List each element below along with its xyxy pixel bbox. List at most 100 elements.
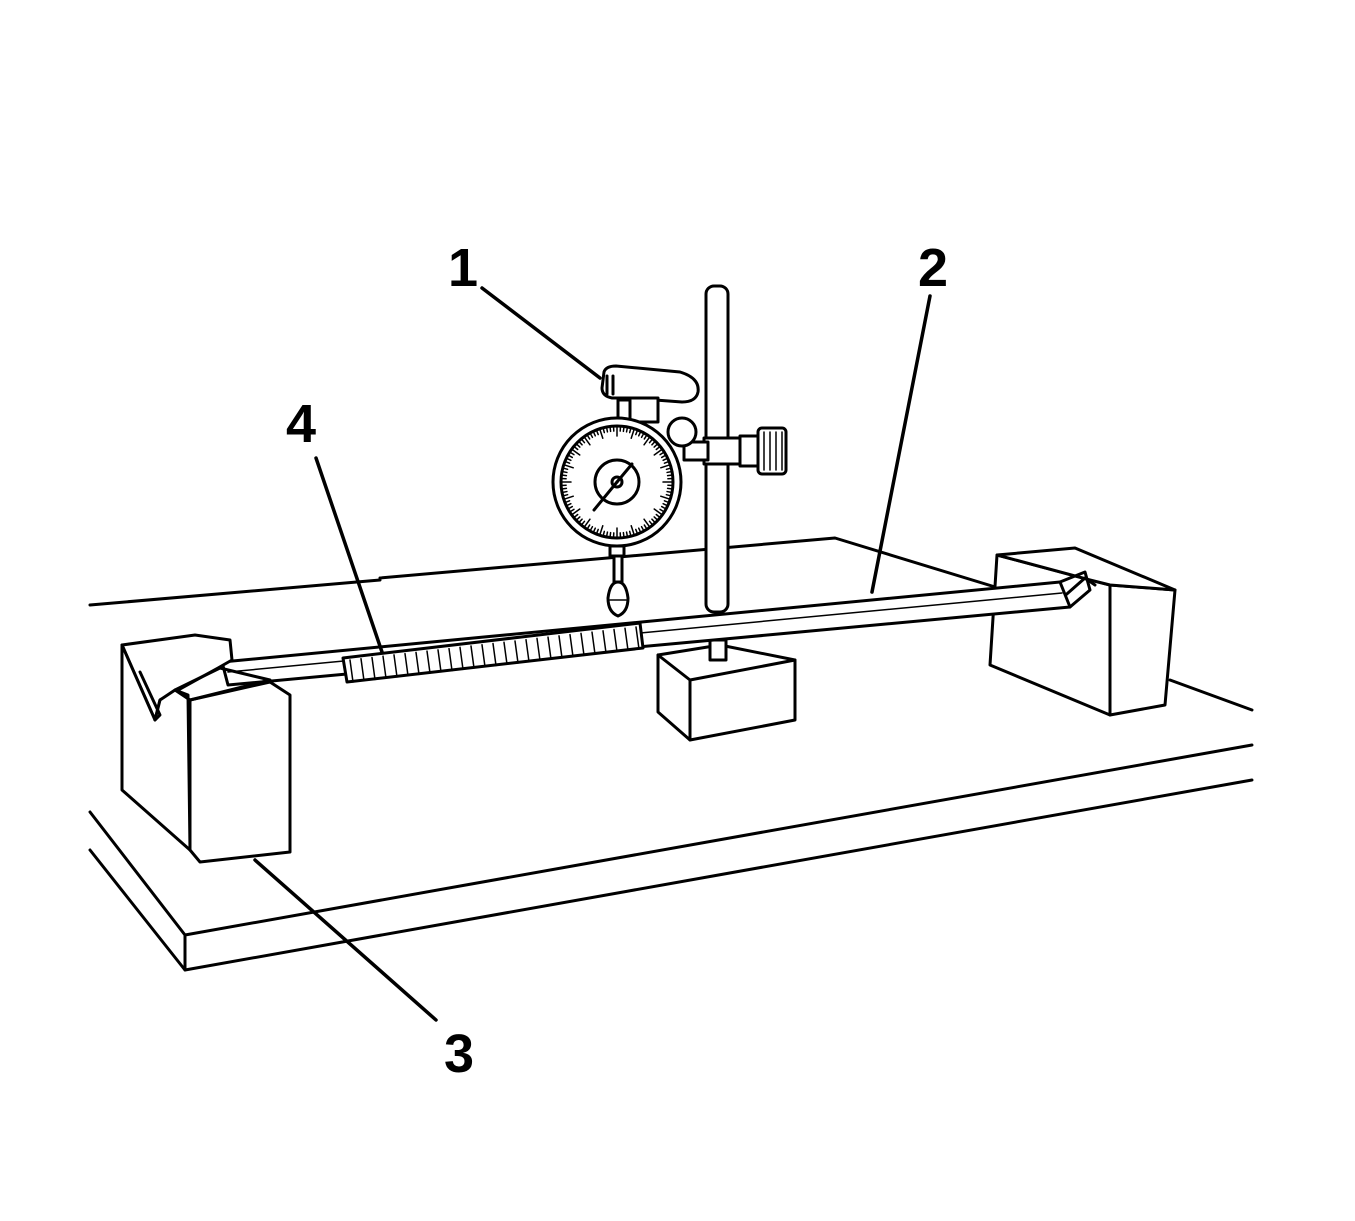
dial-tick [622,425,625,433]
dial-tick [605,531,609,538]
dial-tick [605,426,609,433]
gear-tooth [635,626,640,650]
dial-tick [653,508,664,516]
dial-tick [564,460,571,464]
magnetic-base [656,638,797,742]
gear-tooth [580,632,585,657]
dial-tick [655,445,661,451]
dial-tick [592,430,597,437]
dial-tick [655,513,661,519]
dial-tick [662,502,669,507]
dial-tick [637,527,642,534]
dial-tick [602,530,606,537]
dial-tick [628,530,632,537]
gear-tooth [613,628,618,653]
dial-tick [653,516,659,522]
gear-tooth [514,640,519,664]
dial-tick [565,457,572,462]
dial-tick [666,490,673,494]
v-block-left [120,633,292,864]
dial-tick [577,440,583,446]
gear-tooth [459,646,464,671]
gear-tooth [448,647,453,672]
gear-tooth [569,633,574,658]
dial-tick [630,427,636,440]
dial-tick [648,438,654,444]
dial-tick [665,467,672,471]
dial-tick [580,438,586,444]
dial-tick [560,474,568,477]
leader-2 [870,294,932,594]
dial-tick [598,524,604,537]
dial-tick [659,495,672,501]
callout-labels: 1 2 3 4 [286,238,948,1084]
dial-tick [635,528,639,535]
dial-tick [573,513,579,519]
dial-tick [640,525,645,532]
dial-tick [583,518,591,529]
dial-tick [648,520,654,526]
dial-tick [659,463,672,469]
dial-tick [595,528,599,535]
dial-tick [586,524,591,531]
dial-tick [561,470,568,474]
gear-tooth [558,635,563,659]
dial-tick [609,531,612,539]
dial-tick [589,432,594,439]
dial-tick [567,505,574,510]
gear-tooth [371,656,376,681]
gear-tooth [481,644,486,668]
dial-tick [665,493,672,497]
leader-1 [480,286,602,380]
dial-tick [595,429,599,436]
gear-tooth [525,638,530,663]
dial-tick [653,448,664,456]
leader-3 [253,858,438,1022]
dial-tick [562,463,575,469]
dial-tick [564,500,571,504]
gear-tooth [437,649,442,673]
dial-tick [598,427,604,440]
dial-tick [609,425,612,433]
dial-tick [643,518,651,529]
dial-tick [562,495,575,501]
dial-tick [562,467,569,471]
callout-4: 4 [286,394,316,454]
gear-tooth [591,631,596,655]
gear-tooth [426,650,431,674]
dial-tick [666,487,674,490]
dial-tick [562,493,569,497]
gear-tooth [602,630,607,654]
dial-tick [568,508,575,513]
gear-tooth [547,636,552,660]
dial-tick [666,474,674,477]
leader-4 [314,456,384,654]
gear-teeth [341,621,645,684]
dial-indicator [551,364,700,618]
dial-tick [577,518,583,524]
dial-tick [663,460,670,464]
indicator-stand [682,284,788,614]
gear-tooth [470,645,475,669]
dial-tick [628,427,632,434]
dial-tick [575,516,581,522]
dial-tick [660,454,667,459]
dial-tick [659,508,666,513]
gear-tooth [624,627,629,652]
dial-tick [651,440,657,446]
dial-tick [637,430,642,437]
surface-plate [88,536,1254,972]
gear-tooth [393,654,398,678]
dial-tick [573,445,579,451]
gear-tooth [360,657,365,682]
dial-tick [586,433,591,440]
dial-tick [570,508,581,516]
gear-tooth [382,655,387,679]
dial-tick [592,527,597,534]
dial-tick [560,487,568,490]
dial-tick [663,500,670,504]
dial-tick [567,454,574,459]
dial-tick [580,520,586,526]
dial-tick [662,457,669,462]
